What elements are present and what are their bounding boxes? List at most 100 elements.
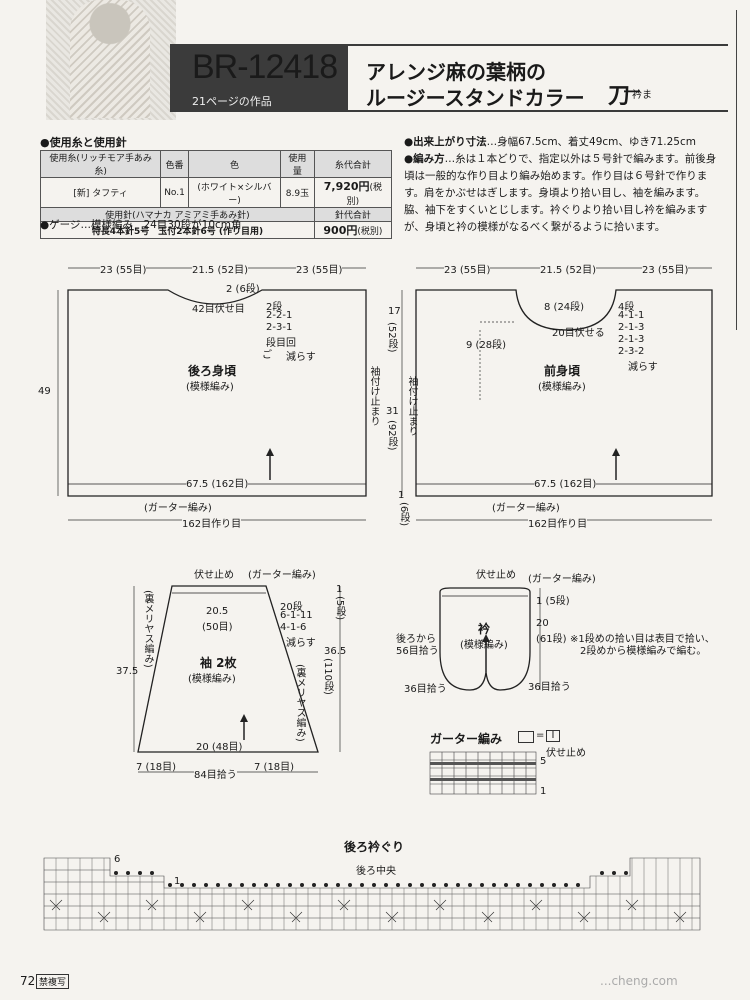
needle-price-cell: 900円(税別)	[313, 221, 393, 239]
sleeve-name: 袖 2枚	[200, 656, 237, 670]
col-yarn: 使用糸(リッチモア手あみ糸)	[39, 150, 162, 178]
back-dec-1: 2段	[266, 302, 283, 313]
title-dash: ー	[622, 80, 642, 104]
title-mark: 刀	[608, 84, 631, 109]
finished-label: ●出来上がり寸法	[404, 136, 487, 148]
collar-h2-rows: (61段)	[536, 634, 567, 645]
sleeve-bind-off: 伏せ止め	[194, 570, 234, 581]
sleeve-right-label: (裏メリヤス編み)	[294, 664, 305, 742]
back-width-mid: 21.5 (52目)	[192, 261, 248, 276]
front-h-band-rows: (6段)	[398, 502, 409, 527]
specs-block: ●出来上がり寸法…身幅67.5cm、着丈49cm、ゆき71.25cm ●編み方……	[404, 134, 724, 236]
collar-h1: 1 (5段)	[536, 596, 570, 607]
back-bind-off: 42目伏せ目	[192, 304, 245, 315]
materials-table: 使用糸(リッチモア手あみ糸) 色番 色 使用量 糸代合計 [新] タフティ No…	[39, 150, 393, 239]
front-h-mid: 31	[386, 406, 399, 417]
method-label: ●編み方	[404, 153, 445, 165]
col-amount: 使用量	[280, 150, 315, 178]
garter-legend-blank	[518, 731, 534, 743]
no-copy-label: 禁複写	[36, 974, 70, 989]
code-box	[170, 44, 348, 112]
front-dec-5: 2-3-2	[618, 346, 645, 357]
front-neck-depth: 8 (24段)	[544, 302, 585, 313]
back-body-pattern: (模様編み)	[186, 382, 234, 393]
needle-tax: (税別)	[357, 227, 383, 237]
sleeve-join-mark-front: 袖付け止まり	[406, 376, 417, 436]
sleeve-bottom-width: 20 (48目)	[196, 742, 243, 753]
col-price: 糸代合計	[313, 150, 393, 178]
finished-size: …身幅67.5cm、着丈49cm、ゆき71.25cm	[486, 136, 696, 148]
back-neck-row-6: 6	[114, 854, 121, 865]
front-body-outline	[415, 289, 713, 497]
front-cast-on: 162目作り目	[528, 515, 588, 530]
sleeve-top-h-rows: (5段)	[334, 596, 345, 621]
sleeve-pickup: 84目拾う	[194, 766, 237, 781]
needle-price: 900円	[323, 224, 358, 237]
front-width-left: 23 (55目)	[444, 261, 491, 276]
page-number: 72	[20, 974, 36, 988]
collar-pick-back-2: 56目拾う	[396, 646, 439, 657]
page-edge-line	[736, 10, 737, 330]
sleeve-pattern: (模様編み)	[188, 674, 236, 685]
collar-note-1: ※1段めの拾い目は表目で拾い、	[570, 634, 715, 645]
collar-band: (ガーター編み)	[528, 574, 596, 585]
front-width-mid: 21.5 (52目)	[540, 261, 596, 276]
yarn-price: 7,920円	[323, 180, 370, 193]
method-text: …糸は１本どりで、指定以外は５号針で編みます。前後身頃は一般的な作り目より編み始…	[404, 153, 717, 233]
back-dec-4: 段目回	[266, 338, 296, 349]
collar-note-2: 2段めから模様編みで編む。	[580, 646, 707, 657]
sleeve-height-2: 36.5	[324, 646, 347, 657]
sleeve-top-band: (ガーター編み)	[248, 570, 316, 581]
back-width-right: 23 (55目)	[296, 261, 343, 276]
back-dec-6: 減らす	[286, 352, 316, 363]
sleeve-outline	[137, 585, 319, 753]
amount: 8.9玉	[280, 177, 315, 208]
collar-h2: 20	[536, 618, 549, 629]
back-cast-on: 162目作り目	[182, 515, 242, 530]
front-dec-6: 減らす	[628, 362, 658, 373]
sleeve-top-width-st: (50目)	[202, 622, 233, 633]
collar-pattern: (模様編み)	[460, 640, 508, 651]
yarn-tax: (税別)	[346, 183, 383, 207]
back-neck-chart	[43, 857, 701, 931]
sleeve-inc-1: 20段	[280, 602, 303, 613]
back-neck-motifs	[49, 899, 687, 923]
front-center-bind: 20目伏せる	[552, 328, 605, 339]
back-dec-5: ご	[262, 350, 272, 361]
collar-name: 衿	[478, 622, 491, 636]
back-neck-rows: 2 (6段)	[226, 284, 260, 295]
back-dec-2: 2-2-1	[266, 310, 293, 321]
back-neck-grid	[55, 858, 693, 930]
garter-bind-off: 伏せ止め	[546, 748, 586, 759]
front-dec-1: 4段	[618, 302, 635, 313]
front-body-pattern: (模様編み)	[538, 382, 586, 393]
col-color: 色	[187, 150, 282, 178]
sleeve-top-width: 20.5	[206, 606, 229, 617]
front-h-top: 17	[388, 306, 401, 317]
front-width-right: 23 (55目)	[642, 261, 689, 276]
back-neck-row-1: 1	[174, 876, 181, 887]
garter-legend-symbol: I	[546, 730, 560, 742]
collar-bind-off: 伏せ止め	[476, 570, 516, 581]
front-dec-2: 4-1-1	[618, 310, 645, 321]
materials-heading: ●使用糸と使用針	[40, 136, 127, 149]
garter-legend-eq: =	[536, 730, 545, 741]
back-body-outline	[67, 289, 367, 497]
garter-title: ガーター編み	[430, 732, 503, 746]
sleeve-join-mark-back: 袖付け止まり	[368, 366, 379, 426]
model-photo-figure	[70, 0, 150, 118]
collar-pick-right: 36目拾う	[528, 682, 571, 693]
front-h-band: 1	[398, 490, 405, 501]
garter-chart	[429, 751, 537, 795]
yarn-name: [新] タフティ	[39, 177, 162, 208]
collar-outline	[439, 587, 531, 691]
front-dec-3: 2-1-3	[618, 322, 645, 333]
watermark: ...cheng.com	[600, 974, 678, 988]
back-width-left: 23 (55目)	[100, 261, 147, 276]
front-band: (ガーター編み)	[492, 503, 560, 514]
needle-heading: 使用針(ハマナカ アミアミ手あみ針)	[40, 207, 315, 222]
back-width-total: 67.5 (162目)	[186, 475, 249, 490]
sleeve-inc-2: 6-1-11	[280, 610, 313, 621]
sleeve-height: 37.5	[116, 666, 139, 677]
title-line2: ルージースタンドカラー	[366, 86, 585, 110]
